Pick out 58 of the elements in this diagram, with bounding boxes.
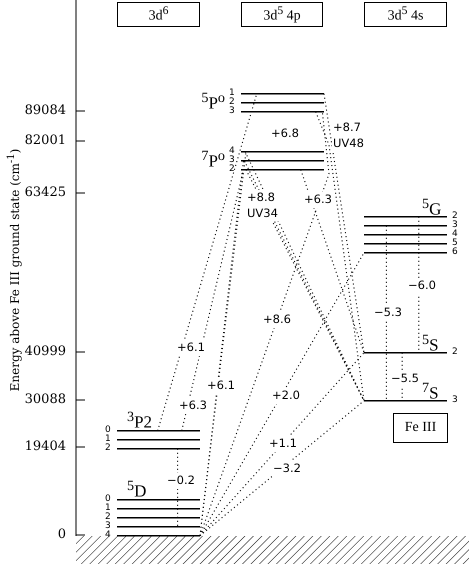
term-label: $^{5}$S bbox=[422, 333, 439, 354]
j-value: 5 bbox=[452, 239, 458, 248]
j-value: 4 bbox=[452, 230, 458, 239]
transition-line bbox=[181, 170, 244, 431]
transition-label: +1.1 bbox=[268, 436, 298, 452]
transition-label: +8.8 UV34 bbox=[246, 190, 279, 222]
tick-label: 0 bbox=[56, 528, 66, 541]
transition-label: −5.3 bbox=[373, 305, 403, 321]
transition-label: +8.6 bbox=[262, 312, 292, 328]
transition-line bbox=[200, 352, 364, 536]
term-label: $^{3}$P2 bbox=[127, 410, 152, 431]
transition-line bbox=[200, 400, 364, 536]
transition-label: +6.1 bbox=[206, 378, 236, 394]
transition-label: +6.1 bbox=[176, 340, 206, 356]
j-value: 1 bbox=[105, 504, 111, 513]
transition-label: −6.0 bbox=[407, 278, 437, 294]
transition-label: −0.2 bbox=[166, 473, 196, 489]
tick-label: 82001 bbox=[24, 134, 66, 147]
tick-label: 19404 bbox=[24, 440, 66, 453]
j-value: 1 bbox=[105, 435, 111, 444]
transition-label: −3.2 bbox=[272, 461, 302, 477]
configuration-box: 3d$^{6}$ bbox=[117, 2, 200, 27]
ion-label-box: Fe III bbox=[393, 413, 448, 443]
transition-label: −5.5 bbox=[390, 371, 420, 387]
j-value: 2 bbox=[229, 98, 235, 107]
term-label: $^{7}$S bbox=[422, 381, 439, 402]
j-value: 2 bbox=[452, 348, 458, 357]
transition-line bbox=[323, 94, 365, 353]
transition-label: +6.3 bbox=[303, 192, 333, 208]
term-label: $^{5}$D bbox=[127, 479, 146, 500]
term-label: $^{5}$G bbox=[422, 197, 442, 218]
j-value: 1 bbox=[229, 89, 235, 98]
j-value: 2 bbox=[105, 513, 111, 522]
transition-line bbox=[157, 94, 258, 431]
configuration-box: 3d$^{5}$ 4s bbox=[364, 2, 447, 27]
transition-label: +2.0 bbox=[271, 388, 301, 404]
term-label: $^{7}$P$^{o}$ bbox=[201, 149, 225, 170]
transition-label: +6.3 bbox=[178, 398, 208, 414]
configuration-box: 3d$^{5}$ 4p bbox=[241, 2, 323, 27]
j-value: 3 bbox=[105, 522, 111, 531]
tick-label: 89084 bbox=[24, 104, 66, 117]
j-value: 2 bbox=[452, 212, 458, 221]
term-label: $^{5}$P$^{o}$ bbox=[201, 91, 225, 112]
j-value: 2 bbox=[105, 444, 111, 453]
j-value: 6 bbox=[452, 248, 458, 257]
transition-line bbox=[418, 216, 420, 353]
j-value: 2 bbox=[229, 165, 235, 174]
transition-line bbox=[386, 226, 387, 401]
transition-label: +8.7 UV48 bbox=[332, 120, 365, 152]
j-value: 4 bbox=[229, 147, 235, 156]
j-value: 0 bbox=[105, 426, 111, 435]
tick-label: 30088 bbox=[24, 393, 66, 406]
j-value: 3 bbox=[229, 107, 235, 116]
j-value: 0 bbox=[105, 495, 111, 504]
j-value: 3 bbox=[452, 221, 458, 230]
j-value: 3 bbox=[452, 396, 458, 405]
j-value: 4 bbox=[105, 531, 111, 540]
j-value: 3 bbox=[229, 156, 235, 165]
